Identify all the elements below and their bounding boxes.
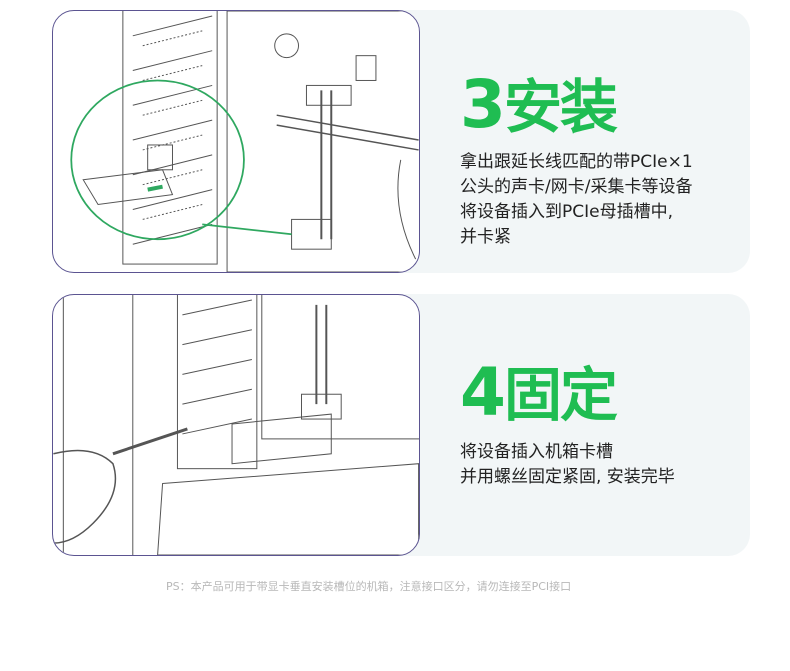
- step-number: 3: [460, 66, 506, 143]
- description-line: 并用螺丝固定紧固, 安装完毕: [460, 467, 675, 487]
- description-line: 公头的声卡/网卡/采集卡等设备: [460, 177, 693, 197]
- step-4-card: 4固定 将设备插入机箱卡槽 并用螺丝固定紧固, 安装完毕: [52, 294, 750, 556]
- zoom-callout: [70, 79, 292, 241]
- step-3-title: 3安装: [460, 72, 618, 141]
- install-illustration: [52, 10, 420, 273]
- step-title-text: 安装: [503, 73, 618, 141]
- description-line: 将设备插入到PCIe母插槽中,: [460, 202, 673, 222]
- description-line: 拿出跟延长线匹配的带PCIe×1: [460, 152, 693, 172]
- step-3-description: 拿出跟延长线匹配的带PCIe×1 公头的声卡/网卡/采集卡等设备 将设备插入到P…: [460, 150, 693, 250]
- description-line: 将设备插入机箱卡槽: [460, 442, 613, 462]
- step-4-title: 4固定: [460, 360, 618, 429]
- description-line: 并卡紧: [460, 227, 511, 247]
- step-number: 4: [460, 354, 506, 431]
- footnote: PS：本产品可用于带显卡垂直安装槽位的机箱，注意接口区分，请勿连接至PCI接口: [166, 580, 572, 593]
- step-3-card: 3安装 拿出跟延长线匹配的带PCIe×1 公头的声卡/网卡/采集卡等设备 将设备…: [52, 10, 750, 273]
- pci-slot-covers: [132, 15, 213, 245]
- step-title-text: 固定: [503, 361, 618, 429]
- step-4-description: 将设备插入机箱卡槽 并用螺丝固定紧固, 安装完毕: [460, 440, 675, 490]
- fix-illustration: [52, 294, 420, 556]
